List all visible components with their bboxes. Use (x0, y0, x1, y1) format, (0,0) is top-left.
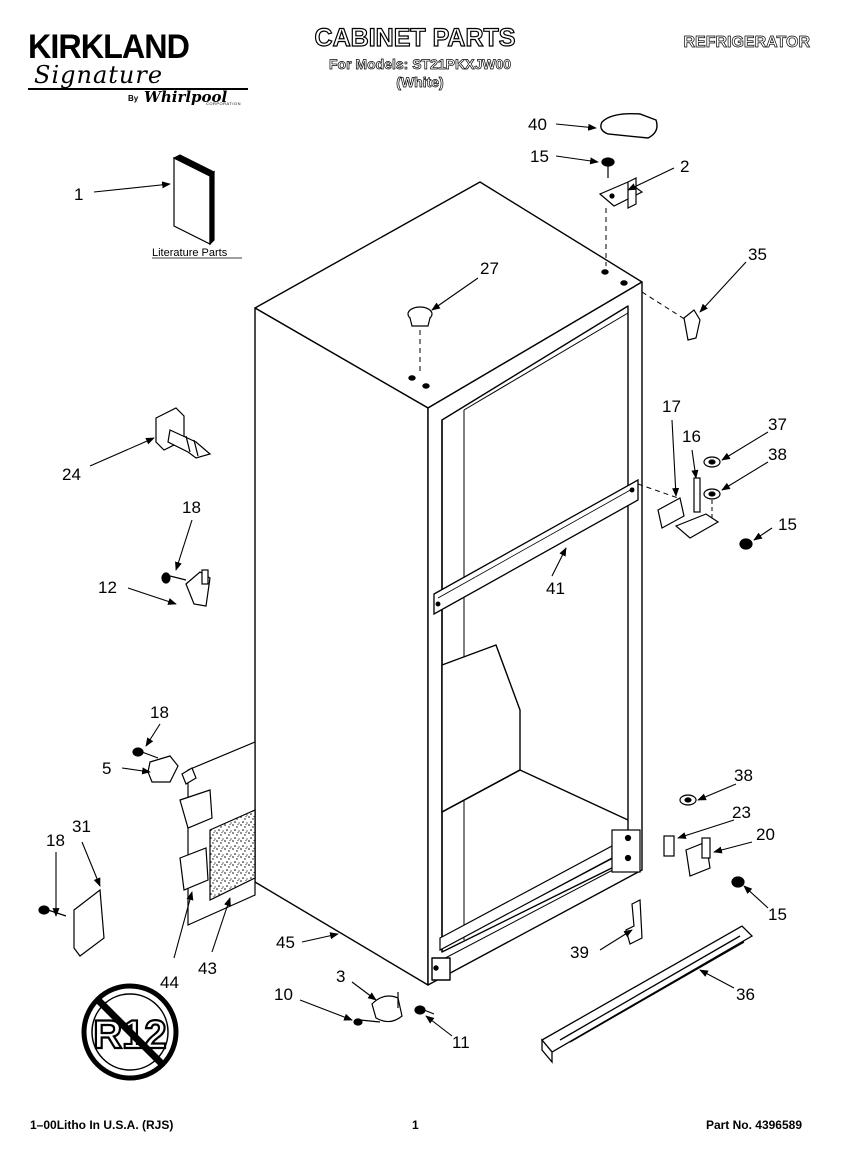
top-hinge-part (598, 177, 644, 209)
callout-41: 41 (546, 579, 565, 598)
callout-35: 35 (748, 245, 767, 264)
callout-3: 3 (336, 967, 345, 986)
callout-15-middle: 15 (778, 515, 797, 534)
callout-37: 37 (768, 415, 787, 434)
lower-bracket-part (132, 747, 197, 785)
callout-15-top: 15 (530, 147, 549, 166)
cabinet-left-side (254, 307, 429, 986)
callout-10: 10 (274, 985, 293, 1004)
literature-booklet-part (172, 154, 216, 246)
callout-39: 39 (570, 943, 589, 962)
callout-2: 2 (680, 157, 689, 176)
callout-18-upper: 18 (182, 498, 201, 517)
callout-5: 5 (102, 759, 111, 778)
callout-44: 44 (160, 973, 179, 992)
screw-part (601, 157, 615, 178)
plug-button-part (407, 306, 433, 327)
leveler-part (353, 992, 435, 1026)
cabinet-body (254, 181, 643, 986)
page-title: CABINET PARTS (314, 23, 516, 52)
brand-by: By (128, 94, 139, 103)
callout-31: 31 (72, 817, 91, 836)
literature-label: Literature Parts (152, 247, 228, 259)
callout-16: 16 (682, 427, 701, 446)
callout-12: 12 (98, 578, 117, 597)
callout-43: 43 (198, 959, 217, 978)
callout-1: 1 (74, 185, 83, 204)
back-panel (179, 741, 256, 926)
insulation-part (209, 809, 256, 901)
brand-signature: Signature (34, 61, 164, 89)
brand-maker-suffix: CORPORATION (206, 101, 241, 106)
variant-label: (White) (396, 74, 444, 91)
footer-print-info: 1–00Litho In U.S.A. (RJS) (30, 1118, 174, 1132)
models-line: For Models: ST21PKXJW00 (328, 56, 512, 73)
callout-15-lower: 15 (768, 905, 787, 924)
callout-24: 24 (62, 465, 81, 484)
door-stop-part (155, 407, 212, 459)
callout-18-lower: 18 (46, 831, 65, 850)
toe-grille-part (541, 925, 754, 1064)
divider-mullion-part (433, 478, 639, 616)
middle-hinge-part (657, 456, 753, 550)
cabinet-machine-compartment (441, 644, 521, 813)
callout-18-middle: 18 (150, 703, 169, 722)
cabinet-bracket-part (161, 569, 211, 607)
callout-numbers: 40 15 2 1 27 35 24 17 16 37 38 15 18 12 … (46, 115, 797, 1052)
callout-45: 45 (276, 933, 295, 952)
brand-logo: KIRKLAND Signature By Whirlpool CORPORAT… (28, 28, 250, 106)
bottom-rail (439, 829, 641, 952)
callout-11: 11 (452, 1033, 470, 1052)
leveling-bracket-part (625, 899, 643, 945)
clip-part (683, 309, 701, 341)
callout-36: 36 (736, 985, 755, 1004)
brand-maker: Whirlpool (144, 88, 228, 106)
callout-17: 17 (662, 397, 681, 416)
cover-plate-part (38, 888, 105, 957)
callout-27: 27 (480, 259, 499, 278)
callout-38-upper: 38 (768, 445, 787, 464)
brand-divider (28, 88, 248, 90)
callout-20: 20 (756, 825, 775, 844)
no-r12-refrigerant-icon: R12 (81, 983, 179, 1081)
callout-23: 23 (732, 803, 751, 822)
category-label: REFRIGERATOR (683, 34, 810, 52)
callout-40: 40 (528, 115, 547, 134)
brand-name: KIRKLAND (28, 28, 190, 66)
footer-page-number: 1 (412, 1118, 419, 1132)
footer-part-number: Part No. 4396589 (705, 1118, 802, 1132)
leader-lines (52, 123, 773, 1037)
lower-hinge-part (663, 794, 745, 888)
hinge-cover-part (600, 112, 658, 139)
callout-38-lower: 38 (734, 766, 753, 785)
